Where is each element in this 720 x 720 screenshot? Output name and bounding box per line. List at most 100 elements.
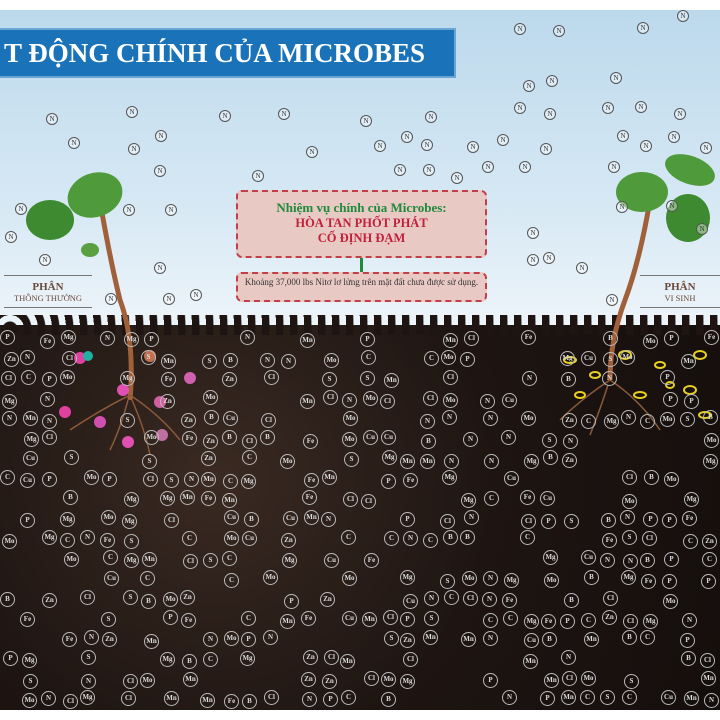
soil-nutrient-symbol: B xyxy=(222,430,237,445)
nitrogen-symbol: N xyxy=(497,134,509,146)
soil-nutrient-symbol: Cl xyxy=(642,531,657,546)
microbes-role-callout: Nhiệm vụ chính của Microbes: HÒA TAN PHỐ… xyxy=(236,190,487,258)
nitrogen-symbol: N xyxy=(544,108,556,120)
nitrogen-symbol: N xyxy=(700,142,712,154)
nitrogen-symbol: N xyxy=(523,80,535,92)
soil-nutrient-symbol: N xyxy=(41,691,56,706)
nitrogen-symbol: N xyxy=(640,140,652,152)
nitrogen-symbol: N xyxy=(482,161,494,173)
soil-nutrient-symbol: Mn xyxy=(222,493,237,508)
nitrogen-symbol: N xyxy=(425,111,437,123)
soil-nutrient-symbol: Zn xyxy=(160,394,175,409)
soil-nutrient-symbol: Mn xyxy=(164,691,179,706)
soil-nutrient-symbol: S xyxy=(603,352,618,367)
soil-nutrient-symbol: Mg xyxy=(461,493,476,508)
nitrogen-symbol: N xyxy=(606,294,618,306)
soil-nutrient-symbol: S xyxy=(624,674,639,689)
soil-nutrient-symbol: C xyxy=(241,611,256,626)
nitrogen-symbol: N xyxy=(401,131,413,143)
soil-nutrient-symbol: Mg xyxy=(543,550,558,565)
nitrogen-symbol: N xyxy=(514,23,526,35)
soil-nutrient-symbol: Fe xyxy=(182,431,197,446)
soil-nutrient-symbol: P xyxy=(660,370,675,385)
soil-nutrient-symbol: Mo xyxy=(144,430,159,445)
soil-nutrient-symbol: Mn xyxy=(362,612,377,627)
soil-nutrient-symbol: C xyxy=(341,530,356,545)
callout-line-1: HÒA TAN PHỐT PHÁT xyxy=(295,216,428,230)
soil-nutrient-symbol: Cl xyxy=(603,591,618,606)
soil-nutrient-symbol: Cl xyxy=(123,674,138,689)
soil-nutrient-symbol: Mo xyxy=(664,472,679,487)
soil-nutrient-symbol: Mo xyxy=(363,391,378,406)
soil-nutrient-symbol: C xyxy=(702,552,717,567)
soil-nutrient-symbol: Mg xyxy=(61,330,76,345)
soil-nutrient-symbol: N xyxy=(561,650,576,665)
soil-nutrient-symbol: Mg xyxy=(560,351,575,366)
soil-nutrient-symbol: S xyxy=(23,674,38,689)
soil-nutrient-symbol: S xyxy=(81,650,96,665)
soil-nutrient-symbol: Cl xyxy=(323,390,338,405)
soil-nutrient-symbol: Zn xyxy=(181,413,196,428)
soil-nutrient-symbol: S xyxy=(564,514,579,529)
soil-nutrient-symbol: Mn xyxy=(701,671,716,686)
soil-nutrient-symbol: Mg xyxy=(124,492,139,507)
soil-nutrient-symbol: C xyxy=(203,652,218,667)
nitrogen-symbol: N xyxy=(527,254,539,266)
soil-nutrient-symbol: Fe xyxy=(403,473,418,488)
soil-nutrient-symbol: B xyxy=(584,570,599,585)
soil-nutrient-symbol: N xyxy=(342,393,357,408)
soil-nutrient-symbol: Mo xyxy=(203,390,218,405)
nitrogen-symbol: N xyxy=(163,293,175,305)
callout-heading: Nhiệm vụ chính của Microbes: xyxy=(276,200,447,215)
soil-nutrient-symbol: S xyxy=(322,372,337,387)
soil-nutrient-symbol: Cl xyxy=(121,691,136,706)
soil-nutrient-symbol: Cl xyxy=(62,351,77,366)
soil-nutrient-symbol: N xyxy=(483,411,498,426)
soil-nutrient-symbol: C xyxy=(384,531,399,546)
soil-nutrient-symbol: P xyxy=(381,474,396,489)
nitrogen-symbol: N xyxy=(374,140,386,152)
soil-nutrient-symbol: N xyxy=(502,690,517,705)
soil-nutrient-symbol: Fe xyxy=(201,491,216,506)
soil-nutrient-symbol: N xyxy=(563,434,578,449)
soil-nutrient-symbol: N xyxy=(403,531,418,546)
soil-nutrient-symbol: Mg xyxy=(240,651,255,666)
soil-nutrient-symbol: Mo xyxy=(521,411,536,426)
soil-nutrient-symbol: Zn xyxy=(702,534,717,549)
soil-nutrient-symbol: Mn xyxy=(23,411,38,426)
soil-nutrient-symbol: Fe xyxy=(704,330,719,345)
soil-nutrient-symbol: N xyxy=(2,411,17,426)
soil-nutrient-symbol: B xyxy=(681,651,696,666)
soil-nutrient-symbol: Mn xyxy=(201,472,216,487)
nitrogen-symbol: N xyxy=(467,141,479,153)
soil-nutrient-symbol: N xyxy=(84,630,99,645)
soil-nutrient-symbol: Mo xyxy=(643,334,658,349)
soil-nutrient-symbol: Mg xyxy=(160,491,175,506)
soil-nutrient-symbol: Cl xyxy=(464,331,479,346)
soil-nutrient-symbol: Cl xyxy=(361,494,376,509)
soil-nutrient-symbol: Zn xyxy=(42,593,57,608)
soil-nutrient-symbol: Cu xyxy=(581,550,596,565)
soil-nutrient-symbol: Mg xyxy=(24,432,39,447)
label-right-title: PHÂN xyxy=(664,281,696,293)
nitrogen-symbol: N xyxy=(677,10,689,22)
soil-nutrient-symbol: N xyxy=(623,554,638,569)
soil-nutrient-symbol: B xyxy=(561,372,576,387)
soil-nutrient-symbol: S xyxy=(542,433,557,448)
soil-nutrient-symbol: Zn xyxy=(602,610,617,625)
soil-nutrient-symbol: Cu xyxy=(661,690,676,705)
soil-nutrient-symbol: B xyxy=(644,470,659,485)
soil-nutrient-symbol: Cl xyxy=(403,652,418,667)
nitrogen-note: Khoảng 37,000 lbs Nitơ lơ lửng trên mặt … xyxy=(236,272,487,302)
soil-nutrient-symbol: Mo xyxy=(163,592,178,607)
soil-nutrient-symbol: N xyxy=(620,510,635,525)
label-left-subtitle: THÔNG THƯỜNG xyxy=(13,293,83,303)
nitrogen-symbol: N xyxy=(154,165,166,177)
soil-nutrient-symbol: C xyxy=(444,590,459,605)
callout-line-2: CỐ ĐỊNH ĐẠM xyxy=(317,231,406,245)
soil-nutrient-symbol: Mo xyxy=(660,412,675,427)
soil-nutrient-symbol: Mo xyxy=(443,393,458,408)
soil-nutrient-symbol: C xyxy=(341,690,356,705)
soil-nutrient-symbol: B xyxy=(542,632,557,647)
soil-nutrient-symbol: P xyxy=(662,513,677,528)
